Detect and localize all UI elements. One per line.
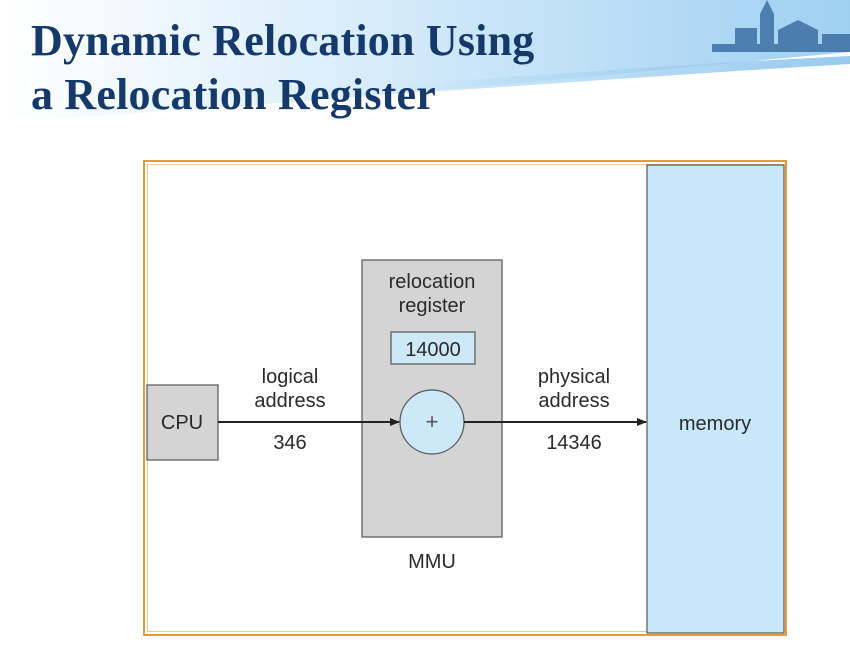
banner-sky [0,0,850,122]
cpu-block [146,384,219,461]
relocation-register-label-line-2: register [399,295,466,317]
relocation-register-value: 14000 [405,339,461,361]
physical-address-label-line-2: address [538,390,609,412]
relocation-register-box [390,331,476,365]
cpu-label: CPU [161,412,203,434]
slide-title-line-1: Dynamic Relocation Using [31,16,535,65]
adder-symbol-icon: + [426,409,439,434]
physical-address-label-line-1: physical [538,366,610,388]
header-banner [0,0,850,122]
physical-address-value: 14346 [546,432,602,454]
banner-wave [220,56,850,104]
slide-title: Dynamic Relocation Using a Relocation Re… [31,14,534,122]
mmu-label: MMU [408,551,456,573]
logical-address-label-line-2: address [254,390,325,412]
memory-label: memory [679,413,751,435]
relocation-diagram: memory CPU relocation register 14000 + M… [146,164,785,634]
memory-block [646,164,785,634]
slide-title-line-2: a Relocation Register [31,70,436,119]
logical-address-label-line-1: logical [262,366,319,388]
relocation-register-label-line-1: relocation [389,271,476,293]
church-silhouette-icon [712,0,850,52]
logical-address-value: 346 [273,432,306,454]
